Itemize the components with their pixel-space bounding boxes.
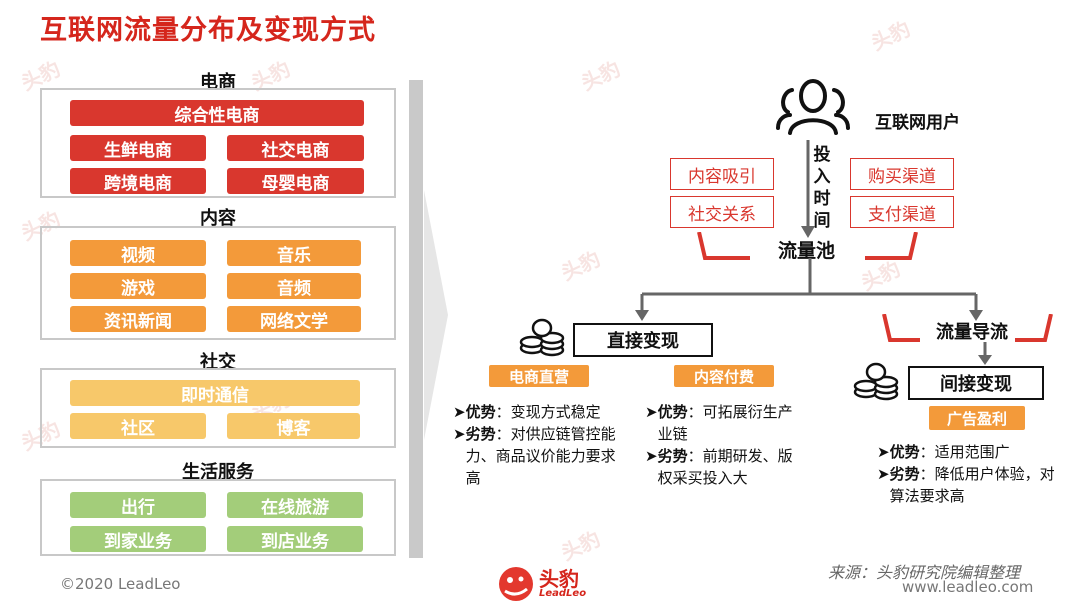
watermark: 头豹 xyxy=(557,526,604,566)
chip-online-tourism: 在线旅游 xyxy=(227,492,363,518)
leadleo-logo: 头豹 LeadLeo xyxy=(497,565,586,603)
chip-audio: 音频 xyxy=(227,273,361,299)
tag-advertising: 广告盈利 xyxy=(929,406,1025,430)
ecommerce-pros-cons: ➤优势：变现方式稳定 ➤劣势：对供应链管控能力、商品议价能力要求高 xyxy=(453,403,616,487)
life-services-frame xyxy=(40,479,396,556)
chip-blog: 博客 xyxy=(227,413,360,439)
internet-users-label: 互联网用户 xyxy=(875,113,960,133)
arrow-down-icon xyxy=(978,342,992,365)
coins-icon xyxy=(853,362,899,401)
section-title-social: 社交 xyxy=(200,352,236,373)
watermark: 头豹 xyxy=(867,16,914,56)
chip-store-services: 到店业务 xyxy=(227,526,363,552)
content-pros-cons: ➤优势：可拓展衍生产业链 ➤劣势：前期研发、版权采买投入大 xyxy=(645,403,793,487)
logo-subtext: LeadLeo xyxy=(539,588,587,599)
chip-community: 社区 xyxy=(70,413,206,439)
logo-text: 头豹 xyxy=(539,567,579,591)
panel-divider xyxy=(409,80,423,558)
indirect-pros-cons: ➤优势：适用范围广 ➤劣势：降低用户体验，对算法要求高 xyxy=(877,443,1055,505)
arrow-down-icon xyxy=(801,140,815,238)
coins-icon xyxy=(519,318,565,357)
ecommerce-frame xyxy=(40,88,396,198)
chip-video: 视频 xyxy=(70,240,206,266)
page-title: 互联网流量分布及变现方式 xyxy=(40,15,376,46)
split-arrows xyxy=(635,258,983,321)
indirect-monetization-box: 间接变现 xyxy=(908,366,1044,400)
watermark: 头豹 xyxy=(577,56,624,96)
chevron-right-icon xyxy=(424,190,448,440)
chip-games: 游戏 xyxy=(70,273,206,299)
content-frame xyxy=(40,226,396,340)
section-title-content: 内容 xyxy=(200,208,236,229)
tag-ecommerce-direct: 电商直营 xyxy=(489,365,589,387)
watermark: 头豹 xyxy=(557,246,604,286)
section-title-life-services: 生活服务 xyxy=(182,462,254,483)
tag-content-paid: 内容付费 xyxy=(674,365,774,387)
input-time-label: 投入时间 xyxy=(813,145,831,231)
users-icon xyxy=(776,79,850,135)
pool-bracket xyxy=(697,232,918,260)
chip-news: 资讯新闻 xyxy=(70,306,206,332)
leopard-icon xyxy=(499,567,533,601)
social-frame xyxy=(40,368,396,448)
website: www.leadleo.com xyxy=(902,578,1034,596)
box-social-relations: 社交关系 xyxy=(670,196,774,228)
traffic-diversion-label: 流量导流 xyxy=(936,322,1008,343)
chip-comprehensive-ecommerce: 综合性电商 xyxy=(70,100,364,126)
chip-crossborder-ecommerce: 跨境电商 xyxy=(70,168,206,194)
chip-web-literature: 网络文学 xyxy=(227,306,361,332)
chip-travel: 出行 xyxy=(70,492,206,518)
chip-home-services: 到家业务 xyxy=(70,526,206,552)
diversion-bracket xyxy=(882,314,1053,342)
section-title-ecommerce: 电商 xyxy=(200,72,236,93)
chip-instant-messaging: 即时通信 xyxy=(70,380,360,406)
traffic-pool-label: 流量池 xyxy=(778,240,836,262)
chip-social-ecommerce: 社交电商 xyxy=(227,135,364,161)
chip-music: 音乐 xyxy=(227,240,361,266)
chip-fresh-ecommerce: 生鲜电商 xyxy=(70,135,206,161)
source-note: 来源：头豹研究院编辑整理 xyxy=(828,563,1021,582)
chip-maternal-ecommerce: 母婴电商 xyxy=(227,168,364,194)
box-purchase-channel: 购买渠道 xyxy=(850,158,954,190)
box-payment-channel: 支付渠道 xyxy=(850,196,954,228)
copyright: ©2020 LeadLeo xyxy=(60,575,181,593)
box-content-attraction: 内容吸引 xyxy=(670,158,774,190)
direct-monetization-box: 直接变现 xyxy=(573,323,713,357)
